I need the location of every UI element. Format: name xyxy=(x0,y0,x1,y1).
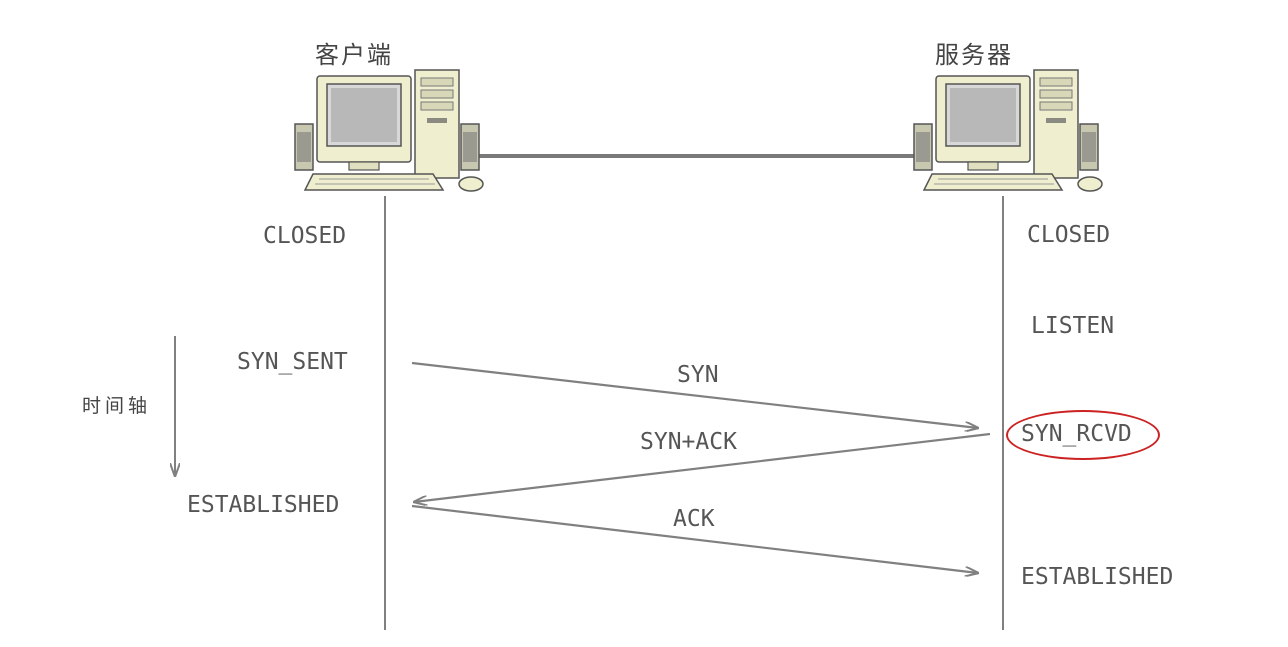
computer-icon xyxy=(913,69,1103,192)
server-state-listen: LISTEN xyxy=(1031,313,1115,339)
syn-arrow xyxy=(411,361,978,428)
computer-icon xyxy=(294,69,484,192)
syn-ack-arrow xyxy=(414,432,991,502)
highlight-ellipse xyxy=(1006,410,1160,460)
client-state-established: ESTABLISHED xyxy=(187,492,340,518)
time-axis-label: 时间轴 xyxy=(82,395,152,417)
server-title: 服务器 xyxy=(935,41,1013,69)
client-title: 客户端 xyxy=(315,41,393,69)
message-ack: ACK xyxy=(673,506,715,532)
server-state-syn-rcvd: SYN_RCVD xyxy=(1021,421,1132,447)
ack-arrow xyxy=(411,504,978,573)
server-state-closed: CLOSED xyxy=(1027,222,1111,248)
message-syn: SYN xyxy=(677,362,719,388)
message-syn-ack: SYN+ACK xyxy=(640,429,737,455)
server-state-established: ESTABLISHED xyxy=(1021,564,1174,590)
client-state-closed: CLOSED xyxy=(263,223,347,249)
client-state-syn-sent: SYN_SENT xyxy=(237,349,348,375)
